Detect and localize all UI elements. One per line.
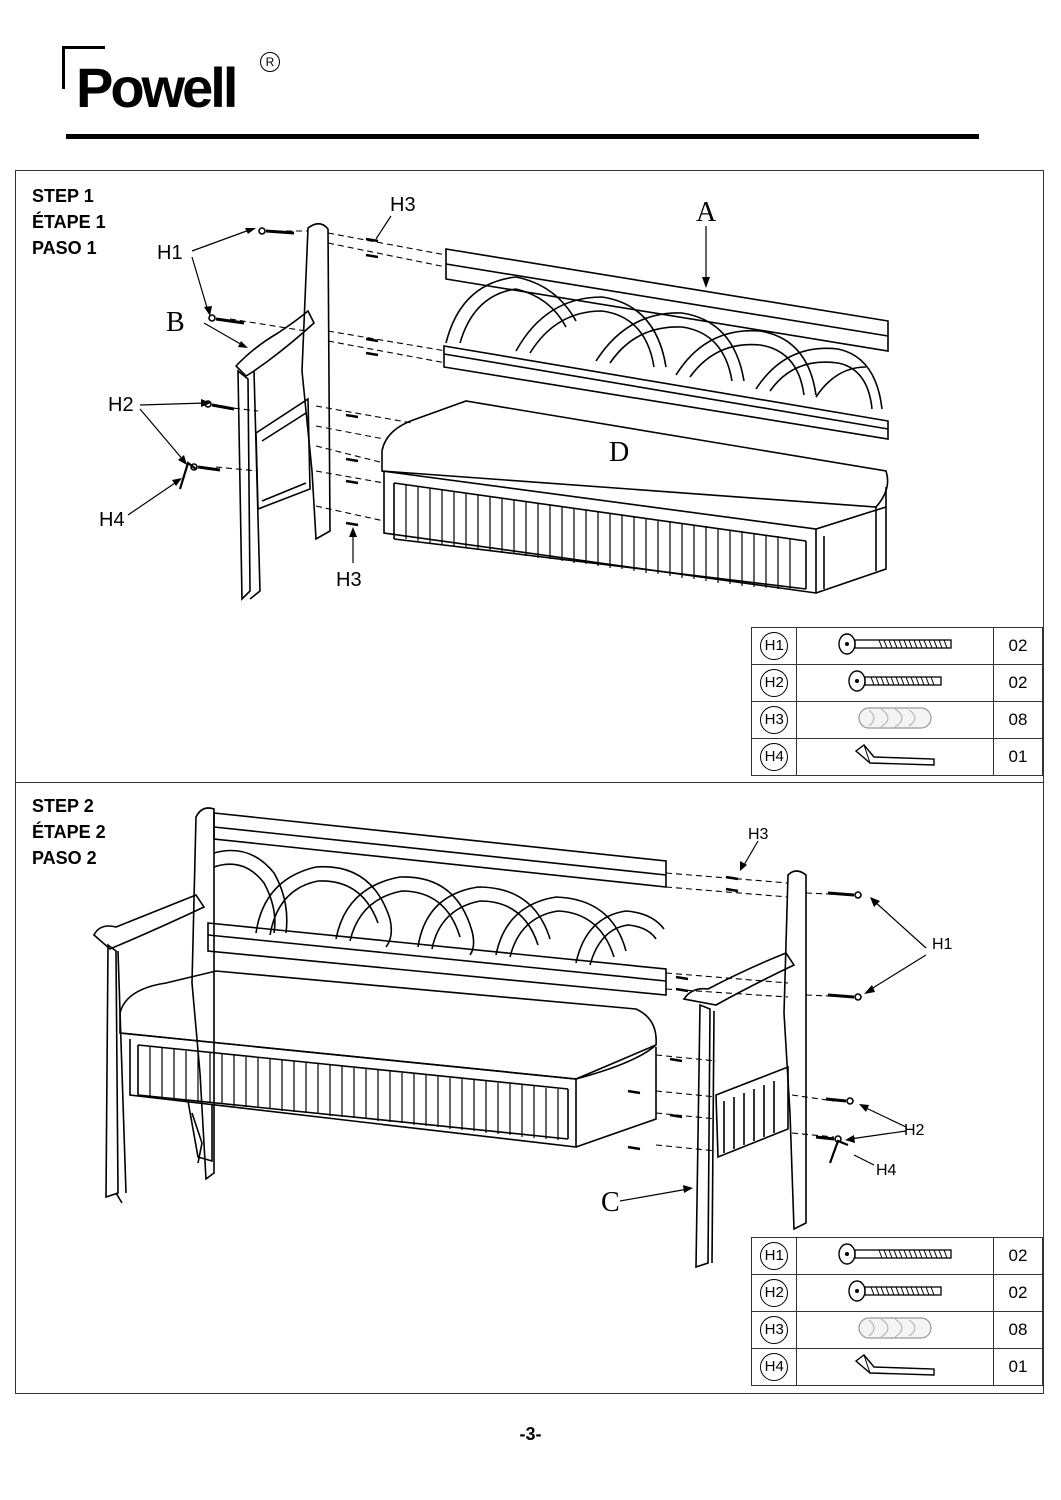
h1-bolt-top xyxy=(258,227,295,235)
hardware-row: H1 02 xyxy=(750,627,1044,665)
arrow-heads xyxy=(172,228,710,537)
step-1-title: STEP 1 ÉTAPE 1 PASO 1 xyxy=(32,183,106,261)
side-arm-c xyxy=(682,870,807,1269)
label-h4: H4 xyxy=(99,509,125,531)
h1-bolt-lower xyxy=(827,993,862,1001)
h4-allen-key xyxy=(828,1139,849,1164)
step-1-title-es: PASO 1 xyxy=(32,238,97,258)
side-arm-b xyxy=(234,222,331,601)
long-bolt-icon xyxy=(838,632,952,655)
wood-dowel-icon xyxy=(858,706,932,729)
hardware-qty: 01 xyxy=(992,738,1044,776)
dowel-alignment-lines xyxy=(215,230,447,522)
header-rule xyxy=(66,134,979,139)
page-number: -3- xyxy=(519,1424,542,1444)
hardware-row: H2 02 xyxy=(750,664,1044,702)
label-h2: H2 xyxy=(904,1122,925,1139)
label-h4: H4 xyxy=(876,1162,897,1179)
allen-key-icon xyxy=(855,743,935,766)
hardware-qty: 02 xyxy=(992,1274,1044,1312)
hardware-code: H2 xyxy=(760,669,789,697)
step-1-assembly-drawing: H1 H2 H3 H3 H4 A B D xyxy=(99,194,889,601)
hardware-code: H3 xyxy=(760,706,789,734)
brand-name: Powell xyxy=(76,56,238,119)
label-h1: H1 xyxy=(932,936,953,953)
left-side-arm xyxy=(93,807,215,1199)
step-2-title-en: STEP 2 xyxy=(32,796,94,816)
step-2-panel: STEP 2 ÉTAPE 2 PASO 2 xyxy=(15,782,1044,1394)
hardware-code: H1 xyxy=(760,632,789,660)
wood-dowel-icon xyxy=(858,1316,932,1339)
h1-bolt-lower xyxy=(208,314,245,325)
label-part-b: B xyxy=(166,307,185,338)
h2-bolt-top xyxy=(204,400,235,411)
h3-dowels xyxy=(345,237,379,527)
label-h1: H1 xyxy=(157,242,183,264)
short-bolt-icon xyxy=(848,1279,942,1302)
label-part-d: D xyxy=(609,437,629,468)
back-panel-a xyxy=(443,248,889,440)
back-panel xyxy=(207,812,667,996)
brand-logo: Powell R xyxy=(62,46,292,122)
seat-box xyxy=(115,970,657,1204)
h3-dowels xyxy=(627,875,739,1151)
hardware-qty: 02 xyxy=(992,664,1044,702)
step-2-hardware-table: H1 02 H2 02 xyxy=(750,1237,1044,1386)
seat-box-slats xyxy=(149,1047,559,1140)
step-1-hardware-table: H1 02 H2 02 xyxy=(750,627,1044,776)
hardware-row: H4 01 xyxy=(750,1348,1044,1386)
arrow-heads xyxy=(683,861,880,1193)
hardware-qty: 08 xyxy=(992,701,1044,739)
hardware-qty: 08 xyxy=(992,1311,1044,1349)
hardware-code: H4 xyxy=(760,1353,789,1381)
registered-mark: R xyxy=(260,52,280,72)
h2-bolt-top xyxy=(825,1097,854,1105)
label-part-a: A xyxy=(696,197,717,228)
step-1-title-en: STEP 1 xyxy=(32,186,94,206)
logo-frame xyxy=(62,46,105,89)
label-h3-top: H3 xyxy=(390,194,416,216)
hardware-code: H4 xyxy=(760,743,789,771)
label-h3-bottom: H3 xyxy=(336,569,362,591)
hardware-row: H3 08 xyxy=(750,701,1044,739)
step-2-title-es: PASO 2 xyxy=(32,848,97,868)
callout-arrows xyxy=(619,840,927,1202)
step-1-panel: STEP 1 ÉTAPE 1 PASO 1 xyxy=(15,170,1044,783)
seat-box-d xyxy=(381,400,889,594)
callout-arrows xyxy=(127,215,707,563)
fasteners xyxy=(178,227,379,527)
label-part-c: C xyxy=(601,1187,620,1218)
hardware-row: H1 02 xyxy=(750,1237,1044,1275)
hardware-code: H2 xyxy=(760,1279,789,1307)
short-bolt-icon xyxy=(848,669,942,692)
h2-bolt-lower xyxy=(190,463,221,472)
label-h3: H3 xyxy=(748,826,769,843)
seat-box-slats xyxy=(405,485,791,589)
step-2-title-fr: ÉTAPE 2 xyxy=(32,822,106,842)
hardware-qty: 02 xyxy=(992,1237,1044,1275)
long-bolt-icon xyxy=(838,1242,952,1265)
hardware-row: H4 01 xyxy=(750,738,1044,776)
hardware-qty: 01 xyxy=(992,1348,1044,1386)
dowel-alignment-lines xyxy=(655,872,857,1152)
hardware-code: H1 xyxy=(760,1242,789,1270)
h1-bolt-top xyxy=(827,891,862,899)
step-2-assembly-drawing: H3 H1 H2 H4 C xyxy=(93,807,953,1269)
label-h2: H2 xyxy=(108,394,134,416)
allen-key-icon xyxy=(855,1353,935,1376)
h4-allen-key xyxy=(178,461,197,490)
step-2-title: STEP 2 ÉTAPE 2 PASO 2 xyxy=(32,793,106,871)
hardware-row: H3 08 xyxy=(750,1311,1044,1349)
hardware-qty: 02 xyxy=(992,627,1044,665)
hardware-row: H2 02 xyxy=(750,1274,1044,1312)
step-1-title-fr: ÉTAPE 1 xyxy=(32,212,106,232)
fasteners xyxy=(627,875,862,1164)
hardware-code: H3 xyxy=(760,1316,789,1344)
